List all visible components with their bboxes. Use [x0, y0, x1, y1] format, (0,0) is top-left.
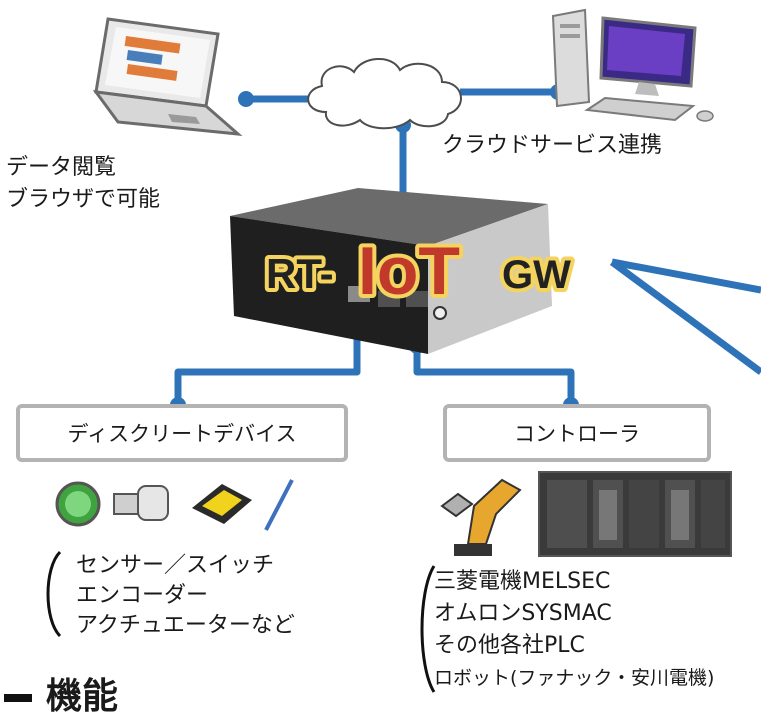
logo-suffix: GW [502, 253, 571, 297]
gateway-remote-line-2 [609, 259, 761, 375]
plc-rack-icon [538, 471, 732, 557]
gateway-remote-line-1 [611, 258, 761, 294]
logo-prefix: RT- [266, 250, 334, 297]
discrete-devices-icons [55, 479, 294, 531]
connector-dot [238, 91, 254, 107]
gateway-device-icon [230, 188, 552, 354]
discrete-device-label-box: ディスクリートデバイス [16, 404, 348, 462]
desktop-computer-icon [551, 8, 714, 122]
discrete-list-bracket [46, 550, 62, 638]
toggle-switch-icon [113, 485, 169, 521]
heading-text: 機能 [46, 676, 119, 717]
cloud-icon [307, 57, 462, 130]
laptop-icon [92, 17, 243, 136]
laptop-caption-line-2: ブラウザで可能 [6, 187, 161, 212]
rt-iot-gw-logo: RT- IoT GW [262, 229, 612, 313]
limit-switch-icon [192, 484, 252, 524]
probe-sensor-icon [264, 479, 294, 531]
controller-label-box: コントローラ [443, 404, 711, 462]
gateway-discrete-line [174, 326, 361, 405]
heading-marker [4, 694, 32, 702]
controller-item: 三菱電機MELSEC [434, 569, 611, 594]
controller-item: オムロンSYSMAC [434, 601, 612, 626]
controller-item: その他各社PLC [434, 633, 585, 658]
logo-main: IoT [358, 236, 460, 300]
gateway-controller-line [413, 346, 575, 405]
discrete-item: エンコーダー [76, 583, 209, 608]
cloud-service-caption: クラウドサービス連携 [442, 133, 663, 158]
robot-arm-icon [440, 478, 522, 556]
laptop-caption-line-1: データ閲覧 [6, 155, 117, 180]
controller-list-bracket [420, 565, 436, 693]
section-heading: 機能 [4, 667, 118, 719]
discrete-item: アクチュエーターなど [76, 613, 295, 638]
controller-item: ロボット(ファナック・安川電機) [434, 667, 715, 689]
discrete-item: センサー／スイッチ [76, 553, 275, 578]
